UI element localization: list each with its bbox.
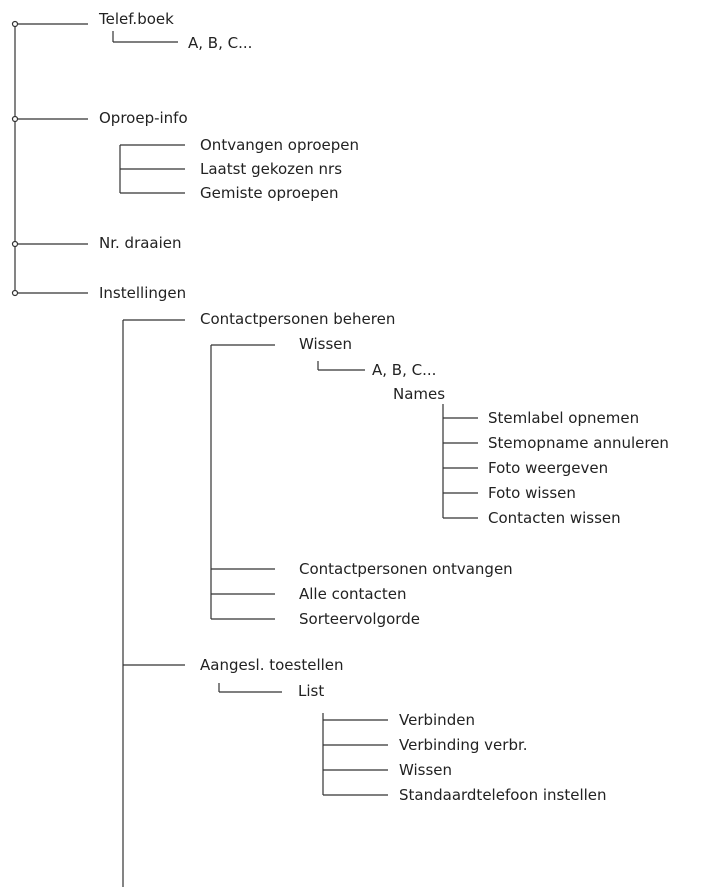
label-contact-item-2: Alle contacten (299, 585, 407, 603)
node-instellingen (11, 289, 19, 297)
label-contact-item-1: Contactpersonen ontvangen (299, 560, 513, 578)
label-names-item-5: Contacten wissen (488, 509, 621, 527)
node-nr-draaien (11, 240, 19, 248)
label-list: List (298, 682, 325, 700)
label-list-item-4: Standaardtelefoon instellen (399, 786, 607, 804)
label-aangesl-toestellen: Aangesl. toestellen (200, 656, 344, 674)
label-list-item-1: Verbinden (399, 711, 475, 729)
label-oproep-item-2: Laatst gekozen nrs (200, 160, 343, 178)
label-oproep-item-3: Gemiste oproepen (200, 184, 339, 202)
label-nr-draaien: Nr. draaien (99, 234, 182, 252)
node-telefboek (11, 20, 19, 28)
label-list-item-3: Wissen (399, 761, 453, 779)
label-oproep-item-1: Ontvangen oproepen (200, 136, 359, 154)
label-contactpersonen-beheren: Contactpersonen beheren (200, 310, 396, 328)
label-wissen-entry: A, B, C... (372, 361, 437, 379)
label-names-item-1: Stemlabel opnemen (488, 409, 640, 427)
label-names-item-3: Foto weergeven (488, 459, 609, 477)
label-oproep-info: Oproep-info (99, 109, 188, 127)
node-oproep-info (11, 115, 19, 123)
label-list-item-2: Verbinding verbr. (399, 736, 528, 754)
label-telefboek: Telef.boek (99, 10, 174, 28)
label-telefboek-entry: A, B, C... (188, 34, 253, 52)
label-names-item-2: Stemopname annuleren (488, 434, 669, 452)
label-names-item-4: Foto wissen (488, 484, 576, 502)
label-names: Names (393, 385, 446, 403)
label-instellingen: Instellingen (99, 284, 187, 302)
label-contact-item-3: Sorteervolgorde (299, 610, 420, 628)
label-wissen: Wissen (299, 335, 353, 353)
